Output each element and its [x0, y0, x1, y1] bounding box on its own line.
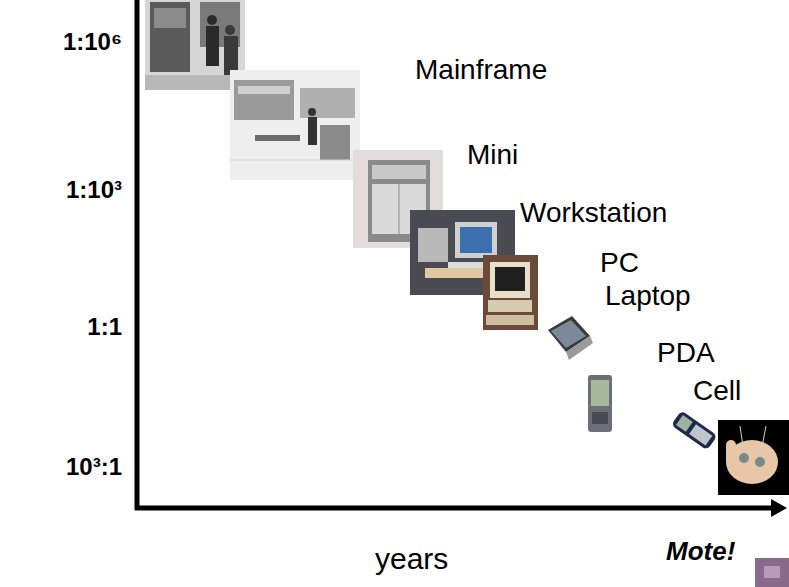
- person-body: [308, 117, 317, 145]
- pc-photo: [483, 255, 538, 330]
- antenna-wire: [760, 426, 766, 457]
- photo-ground: [230, 70, 360, 180]
- device-label: Cell: [693, 374, 741, 408]
- mote-closeup-photo: [755, 558, 789, 587]
- person-body: [206, 26, 219, 66]
- cabinet-panel: [372, 165, 426, 179]
- keyboard: [486, 315, 534, 325]
- device-label: Workstation: [520, 196, 667, 230]
- device-label: Laptop: [605, 279, 691, 313]
- mainframe-photo: [230, 70, 360, 180]
- computer-case: [488, 300, 532, 312]
- phone-screen: [676, 415, 693, 432]
- console: [320, 125, 350, 160]
- axis-tick-label: 1:10⁶: [4, 28, 122, 57]
- floor-tile-line: [230, 160, 360, 161]
- cell-phone-photo: [671, 410, 717, 450]
- photo-ground: [483, 255, 538, 330]
- device-label: PDA: [657, 336, 715, 370]
- thumb: [726, 440, 736, 464]
- photo-ground: [755, 558, 789, 587]
- laptop-base: [566, 336, 593, 360]
- device-label: PC: [600, 246, 639, 280]
- cabinet-panel: [238, 86, 290, 94]
- mote-photo: [718, 420, 789, 495]
- axis-tick-label: 1:10³: [4, 176, 122, 205]
- x-axis-arrowhead: [771, 499, 787, 517]
- monitor-screen: [460, 227, 492, 253]
- highlight-label: Mote!: [666, 536, 735, 567]
- phone-body: [671, 410, 717, 450]
- pda-buttons: [592, 412, 608, 424]
- phone-keypad: [689, 424, 712, 445]
- monitor: [455, 222, 497, 258]
- computer-case: [418, 228, 448, 262]
- keyboard: [448, 262, 488, 268]
- pda-body: [588, 375, 612, 432]
- pda-photo: [588, 375, 612, 432]
- axis-tick-label: 1:1: [4, 313, 122, 342]
- desk: [255, 135, 300, 141]
- mainframe-cabinet: [234, 80, 294, 120]
- door-seam: [399, 184, 400, 234]
- hand: [726, 440, 778, 484]
- device-label: Mainframe: [415, 53, 547, 87]
- y-axis: [135, 0, 140, 510]
- device-label: Mini: [467, 138, 518, 172]
- antenna-wire: [740, 426, 744, 453]
- mote: [755, 457, 765, 467]
- laptop-photo: [548, 316, 593, 360]
- person-head: [225, 25, 235, 35]
- mainframe-cabinet: [300, 88, 355, 118]
- person-head: [308, 108, 316, 116]
- monitor: [490, 262, 530, 298]
- monitor-screen: [495, 267, 525, 291]
- axis-title: years: [375, 541, 448, 577]
- person-head: [207, 15, 217, 25]
- mote: [739, 453, 749, 463]
- x-axis: [135, 506, 774, 511]
- computer-cabinet: [150, 2, 190, 72]
- mote-detail: [764, 566, 780, 578]
- cabinet-panel: [154, 8, 186, 28]
- photo-ground: [718, 420, 789, 495]
- axis-tick-label: 10³:1: [4, 453, 122, 482]
- pda-screen: [591, 380, 609, 406]
